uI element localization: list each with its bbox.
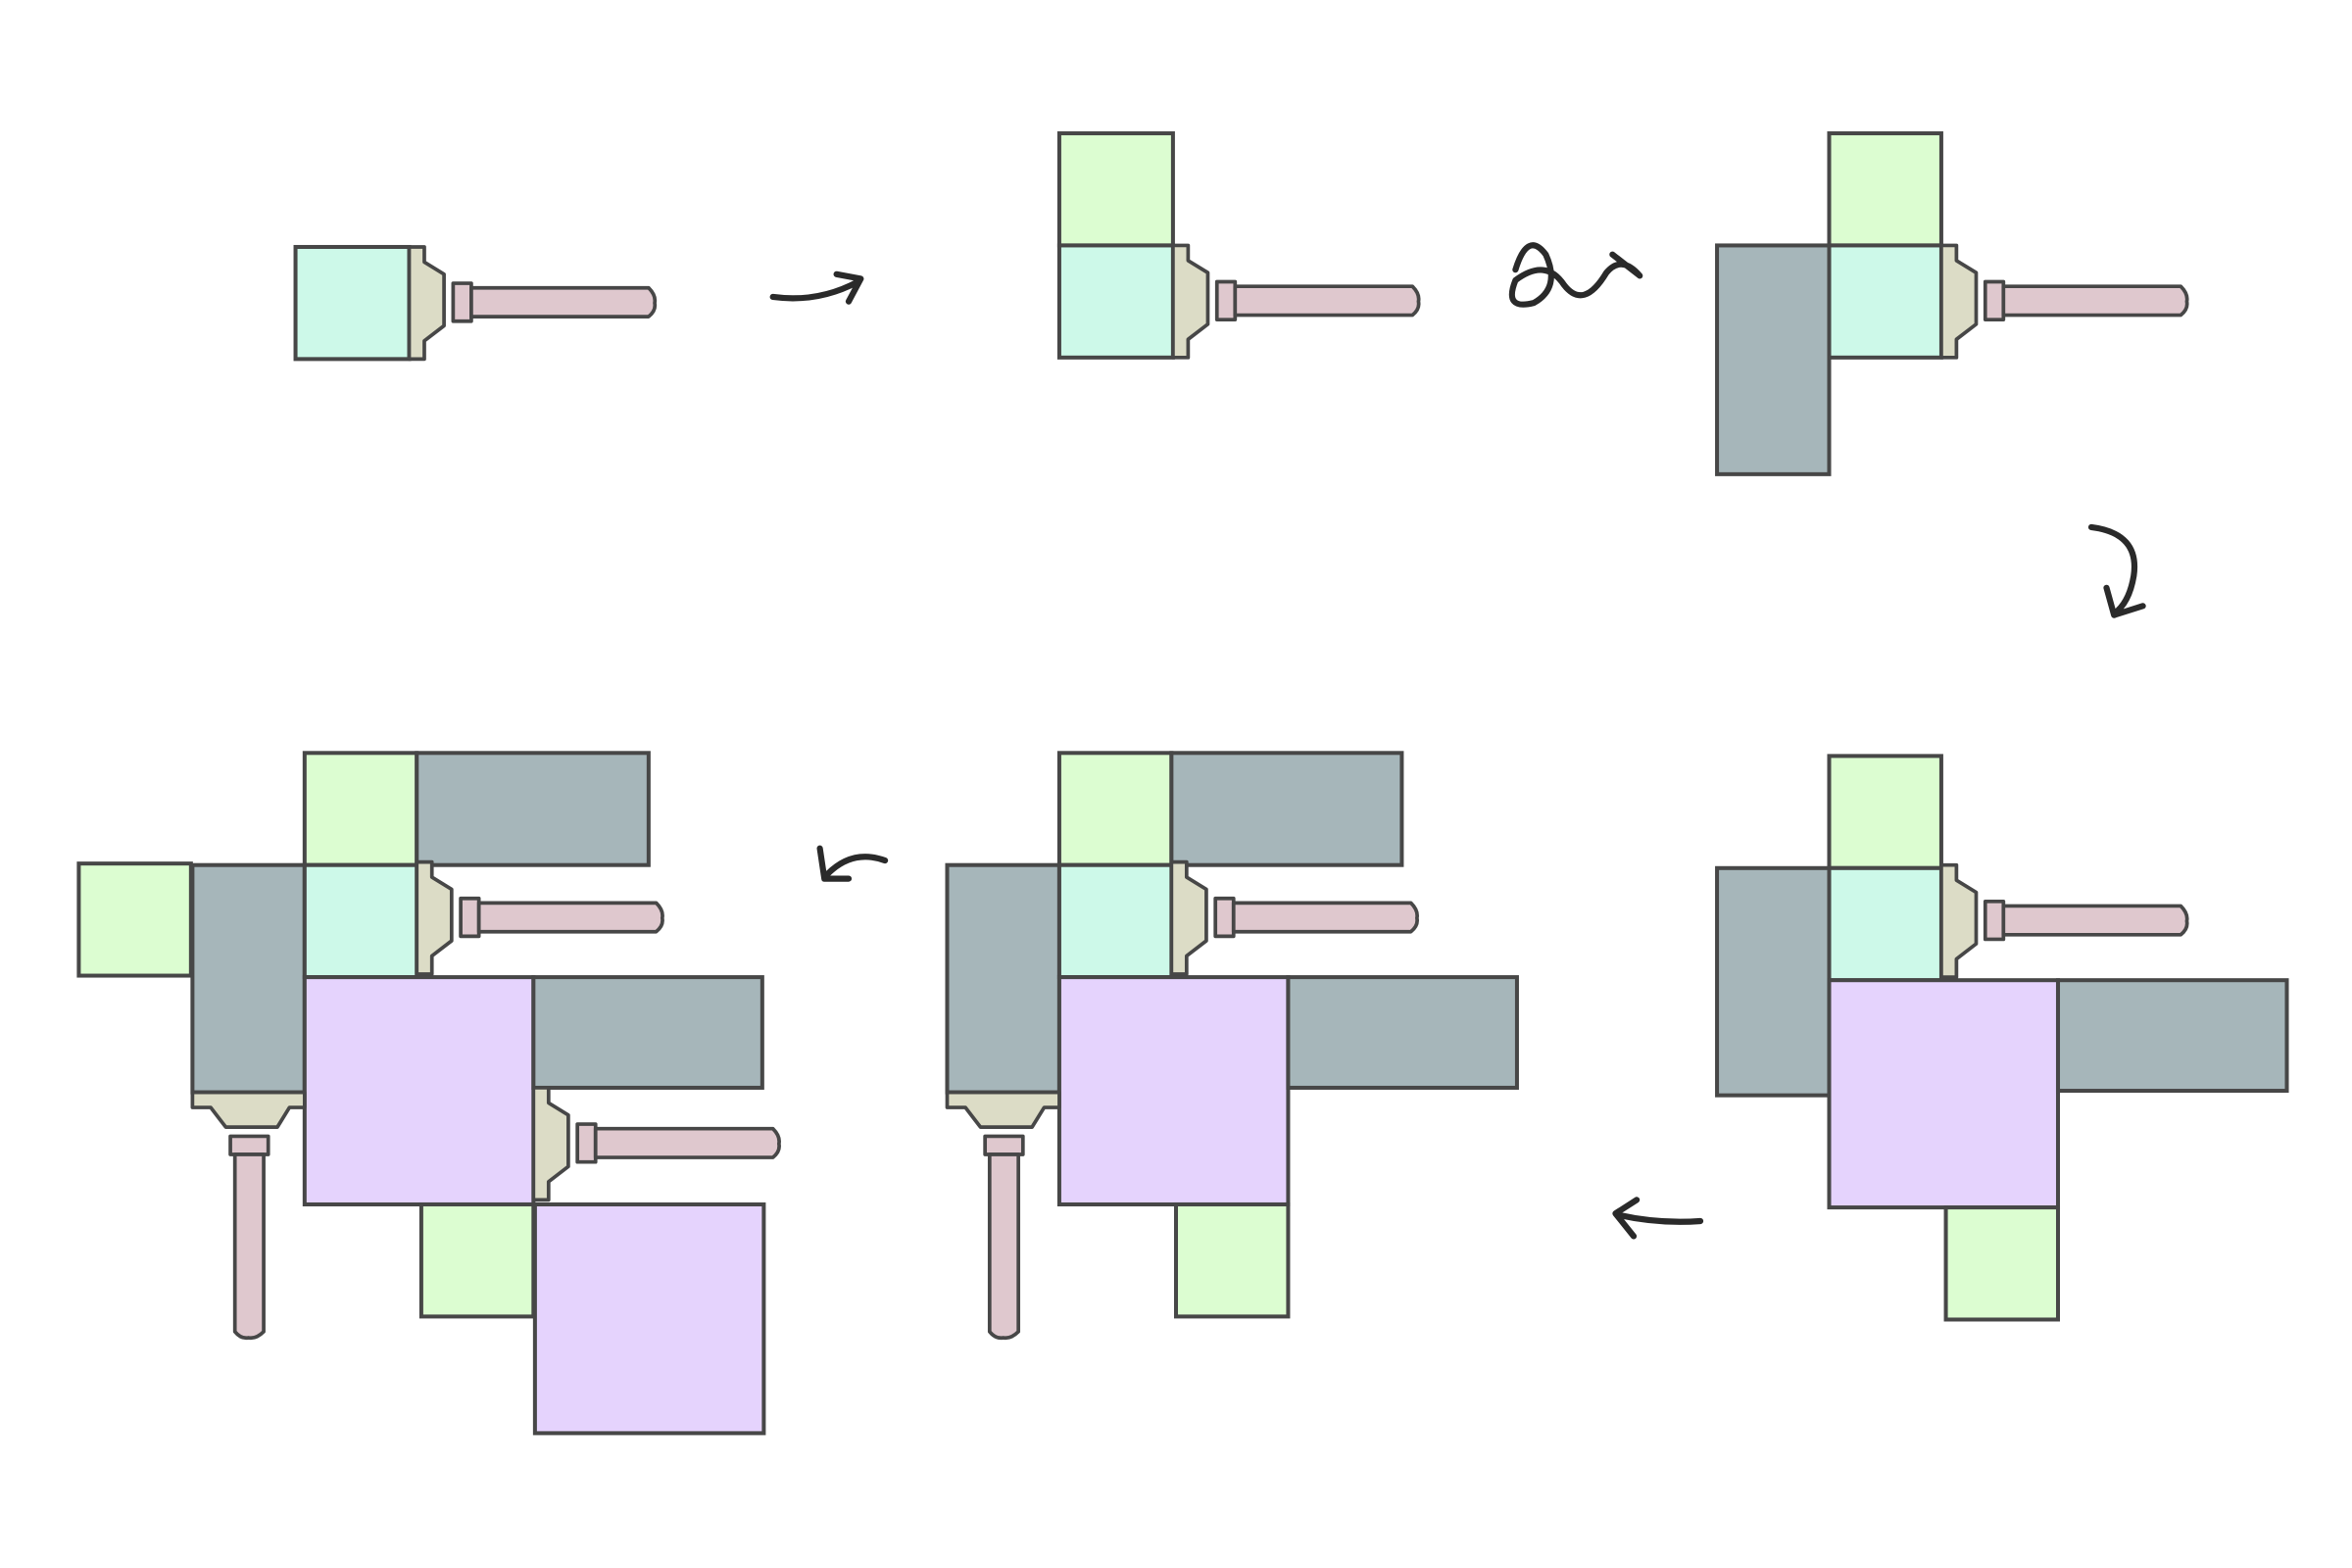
green-block xyxy=(1827,754,1943,870)
gray-block xyxy=(415,751,651,867)
gray-block xyxy=(1169,751,1404,867)
piston-icon xyxy=(1939,862,2189,979)
cyan-block xyxy=(1827,243,1943,360)
cyan-block xyxy=(293,244,412,362)
green-block xyxy=(1056,131,1175,248)
piston-icon xyxy=(190,1090,307,1341)
purple-block xyxy=(1827,978,2061,1210)
piston-icon xyxy=(1169,859,1419,976)
green-block xyxy=(302,751,419,867)
gray-block xyxy=(1715,243,1832,476)
piston-icon xyxy=(945,1090,1061,1341)
frame-2 xyxy=(1056,131,1421,360)
purple-block xyxy=(302,975,536,1206)
green-block xyxy=(418,1201,536,1319)
purple-block xyxy=(532,1201,766,1436)
gray-block xyxy=(2055,978,2289,1094)
piston-icon xyxy=(1939,243,2189,360)
frame-3 xyxy=(1715,131,2189,476)
step-arrow-icon xyxy=(1612,1197,1704,1240)
piston-icon xyxy=(407,245,658,362)
step-arrow-icon xyxy=(2087,523,2146,618)
cyan-block xyxy=(1056,862,1174,980)
piston-icon xyxy=(1171,243,1421,360)
frame-1 xyxy=(293,244,658,362)
gray-block xyxy=(531,975,764,1090)
piston-icon xyxy=(531,1086,781,1202)
green-block xyxy=(1056,751,1174,867)
cyan-block xyxy=(1056,243,1175,360)
gray-block xyxy=(1286,975,1519,1090)
green-block xyxy=(76,861,193,978)
green-block xyxy=(1943,1205,2061,1322)
frame-5 xyxy=(945,751,1519,1341)
purple-block xyxy=(1056,975,1291,1206)
gray-block xyxy=(190,862,307,1095)
frame-4 xyxy=(1715,754,2289,1322)
cyan-block xyxy=(302,862,419,980)
gray-block xyxy=(1715,865,1832,1098)
frame-6 xyxy=(76,751,781,1436)
cyan-block xyxy=(1827,865,1943,983)
step-arrow-icon xyxy=(1508,242,1643,308)
piston-icon xyxy=(415,859,664,976)
step-arrow-icon xyxy=(769,270,864,305)
green-block xyxy=(1173,1201,1291,1319)
gray-block xyxy=(945,862,1061,1095)
step-arrow-icon xyxy=(816,845,889,882)
green-block xyxy=(1827,131,1943,248)
